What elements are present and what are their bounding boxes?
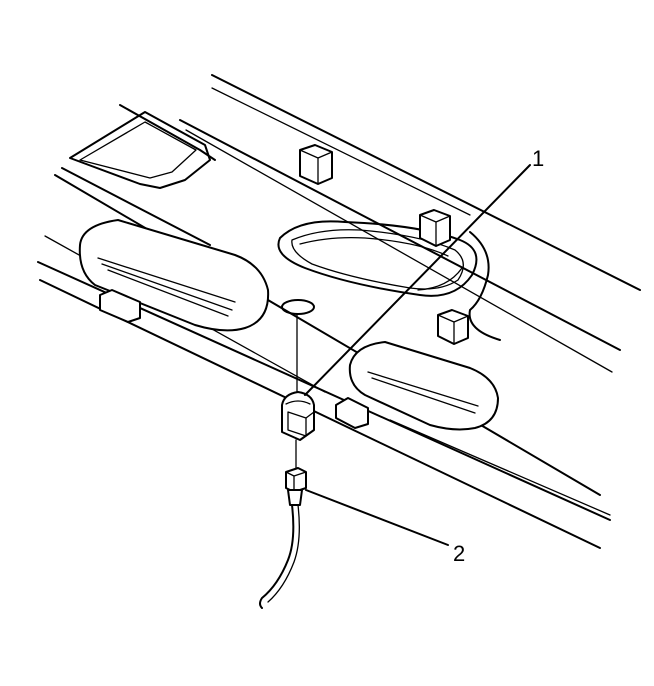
right-lamp-housing (335, 341, 499, 431)
callout-label-1: 1 (532, 146, 544, 171)
wire-harness-outline (267, 504, 300, 603)
wire-harness (259, 504, 295, 609)
leader-line-2 (305, 489, 449, 546)
front-recess (69, 111, 211, 189)
socket-component (281, 391, 315, 441)
leader-line-1 (304, 164, 531, 396)
left-lamp-housing (78, 219, 270, 332)
retainer-clips (299, 144, 469, 345)
console-recess (277, 220, 501, 341)
connector-component (285, 467, 307, 506)
mounting-hole (281, 299, 315, 315)
callout-label-2: 2 (453, 541, 465, 566)
